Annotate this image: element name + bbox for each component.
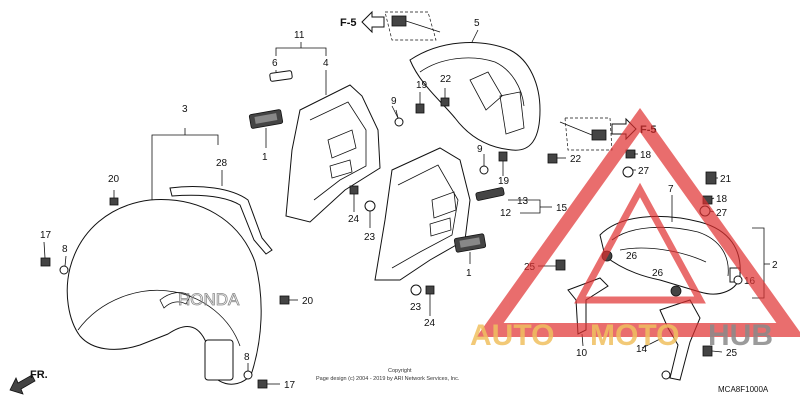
watermark-text-auto: AUTO bbox=[470, 319, 554, 352]
callout-26-right: 26 bbox=[652, 268, 664, 279]
emblem-6 bbox=[269, 70, 293, 82]
callout-8-left: 8 bbox=[62, 244, 68, 255]
nut-22-upper bbox=[440, 88, 450, 107]
callout-1-left: 1 bbox=[262, 152, 268, 163]
callout-7: 7 bbox=[668, 184, 674, 195]
callout-22-upper: 22 bbox=[440, 74, 452, 85]
grommet-26-right bbox=[670, 285, 682, 297]
bolt-right bbox=[559, 117, 613, 151]
ref-arrow-top: F-5 bbox=[340, 10, 385, 34]
inner-cover-left bbox=[285, 84, 381, 223]
callout-20-bottom: 20 bbox=[302, 296, 314, 307]
copyright-line-2: Page design (c) 2004 - 2019 by ARI Netwo… bbox=[316, 376, 460, 382]
bracket-assembly bbox=[599, 215, 741, 295]
callout-21: 21 bbox=[720, 174, 732, 185]
callout-26-left: 26 bbox=[626, 251, 638, 262]
screw-9-upper bbox=[394, 109, 404, 127]
callout-23-lower: 23 bbox=[410, 302, 422, 313]
bolt-20-top bbox=[109, 190, 119, 206]
bolt-top bbox=[384, 11, 441, 41]
callout-18-upper: 18 bbox=[640, 150, 652, 161]
callout-25-right: 25 bbox=[726, 348, 738, 359]
callout-24-lower: 24 bbox=[424, 318, 436, 329]
callout-1-right: 1 bbox=[466, 268, 472, 279]
copyright-line-1: Copyright bbox=[388, 368, 412, 374]
bolt-17-bottom bbox=[257, 379, 280, 389]
washer-27-upper bbox=[622, 166, 634, 178]
screw-9-lower bbox=[479, 165, 489, 175]
callout-19-lower: 19 bbox=[498, 176, 510, 187]
nut-24-lower bbox=[425, 285, 435, 316]
svg-text:F-5: F-5 bbox=[340, 17, 357, 29]
callout-9-upper: 9 bbox=[391, 96, 397, 107]
bolt-19-upper bbox=[415, 92, 425, 114]
nut-24-upper bbox=[349, 185, 359, 195]
callout-18-lower: 18 bbox=[716, 194, 728, 205]
callout-3: 3 bbox=[182, 104, 188, 115]
callout-19-upper: 19 bbox=[416, 80, 428, 91]
front-arrow: FR. bbox=[9, 369, 48, 395]
callout-13: 13 bbox=[517, 196, 529, 207]
inner-cover-right bbox=[374, 147, 471, 281]
bolt-19-lower bbox=[498, 151, 508, 162]
callout-22-lower: 22 bbox=[570, 154, 582, 165]
grommet-23-lower bbox=[410, 284, 422, 296]
callout-28: 28 bbox=[216, 158, 228, 169]
bolt-21 bbox=[705, 171, 717, 185]
watermark-logo bbox=[476, 107, 800, 337]
callout-4: 4 bbox=[323, 58, 329, 69]
pad-1-left bbox=[248, 109, 284, 129]
callout-27-upper: 27 bbox=[638, 166, 650, 177]
fender-stay bbox=[169, 186, 273, 255]
watermark-text-hub: HUB bbox=[708, 319, 773, 352]
stay-10 bbox=[567, 277, 609, 335]
bolt-25-left bbox=[555, 259, 566, 271]
pad-1-right bbox=[453, 233, 487, 253]
bolt-18-upper bbox=[625, 149, 636, 159]
bolt-17-left bbox=[40, 257, 51, 267]
callout-12: 12 bbox=[500, 208, 512, 219]
callout-14: 14 bbox=[636, 344, 648, 355]
washer-8-bottom bbox=[243, 370, 253, 380]
watermark-text-moto: MOTO bbox=[590, 319, 679, 352]
callout-11: 11 bbox=[294, 30, 305, 41]
hugger bbox=[409, 42, 541, 151]
fender-emboss: HONDA bbox=[178, 290, 240, 309]
callout-15: 15 bbox=[556, 203, 568, 214]
figure-code: MCA8F1000A bbox=[718, 385, 769, 394]
grommet-23-upper bbox=[364, 200, 376, 228]
callout-2: 2 bbox=[772, 260, 778, 271]
callout-10: 10 bbox=[576, 348, 588, 359]
callout-17-left: 17 bbox=[40, 230, 52, 241]
callout-9-lower: 9 bbox=[477, 144, 483, 155]
emblem-13 bbox=[475, 187, 505, 201]
callout-20-top: 20 bbox=[108, 174, 120, 185]
front-fender: HONDA bbox=[66, 199, 262, 385]
callout-27-lower: 27 bbox=[716, 208, 728, 219]
callout-8-bottom: 8 bbox=[244, 352, 250, 363]
callout-17-bottom: 17 bbox=[284, 380, 296, 391]
callout-23-upper: 23 bbox=[364, 232, 376, 243]
nut-22-lower bbox=[547, 153, 566, 164]
callout-24-upper: 24 bbox=[348, 214, 360, 225]
washer-8-left bbox=[59, 265, 69, 275]
callout-6: 6 bbox=[272, 58, 278, 69]
svg-text:FR.: FR. bbox=[30, 369, 48, 381]
grommet-16 bbox=[733, 275, 743, 285]
callout-5: 5 bbox=[474, 18, 480, 29]
bolt-20-bottom bbox=[279, 295, 298, 305]
